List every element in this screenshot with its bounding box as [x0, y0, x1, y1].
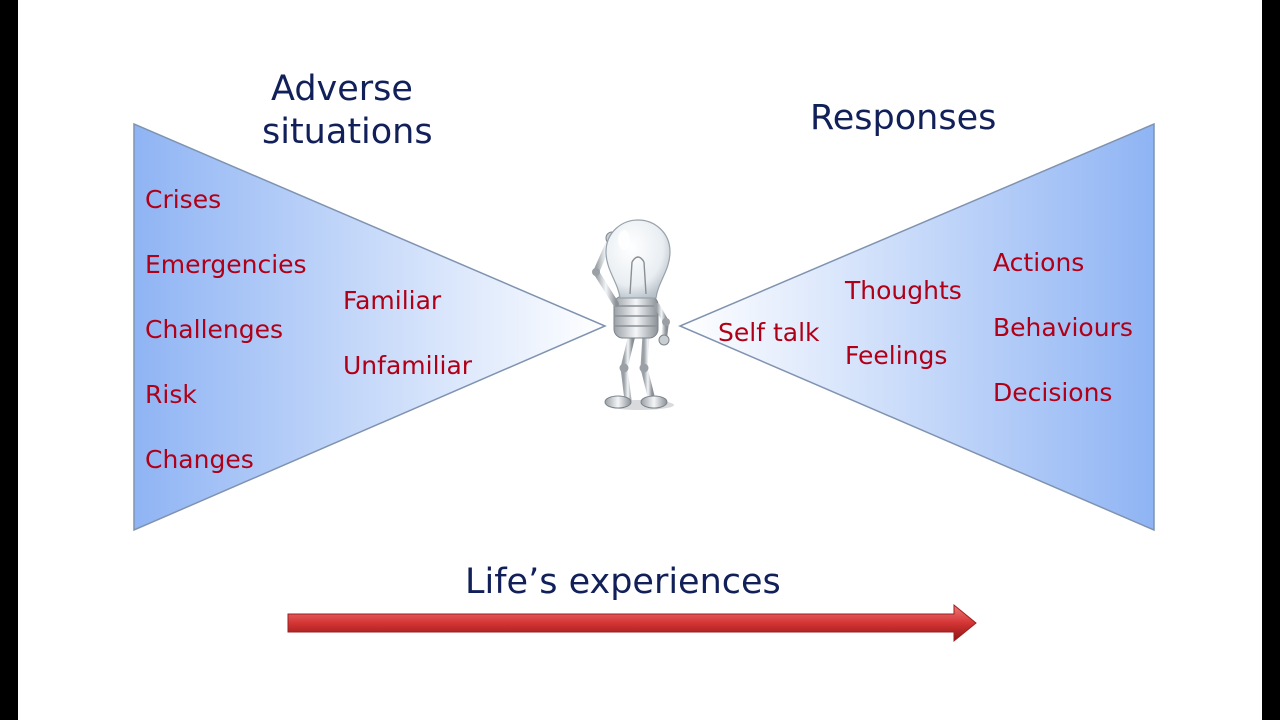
- diagram-graphics: [133, 122, 1155, 643]
- left-item-challenges: Challenges: [145, 315, 284, 344]
- right-item-self-talk: Self talk: [718, 318, 820, 347]
- left-item-crises: Crises: [145, 185, 222, 214]
- right-item-actions: Actions: [993, 248, 1085, 277]
- timeline-arrow: [287, 603, 977, 643]
- right-item-behaviours: Behaviours: [993, 313, 1133, 342]
- right-funnel: [678, 122, 1155, 532]
- left-heading-line2: situations: [262, 112, 433, 152]
- left-funnel: [133, 122, 607, 532]
- left-item-unfamiliar: Unfamiliar: [343, 351, 473, 380]
- slide: Adverse situations Responses Crises Emer…: [18, 0, 1262, 720]
- left-item-familiar: Familiar: [343, 286, 442, 315]
- left-item-risk: Risk: [145, 380, 197, 409]
- left-item-emergencies: Emergencies: [145, 250, 307, 279]
- left-heading-line1: Adverse: [271, 69, 413, 109]
- left-item-changes: Changes: [145, 445, 254, 474]
- right-item-decisions: Decisions: [993, 378, 1113, 407]
- right-item-thoughts: Thoughts: [845, 276, 962, 305]
- lightbulb-character-icon: [592, 219, 674, 410]
- right-item-feelings: Feelings: [845, 341, 948, 370]
- timeline-label: Life’s experiences: [465, 562, 781, 602]
- right-heading: Responses: [810, 98, 997, 138]
